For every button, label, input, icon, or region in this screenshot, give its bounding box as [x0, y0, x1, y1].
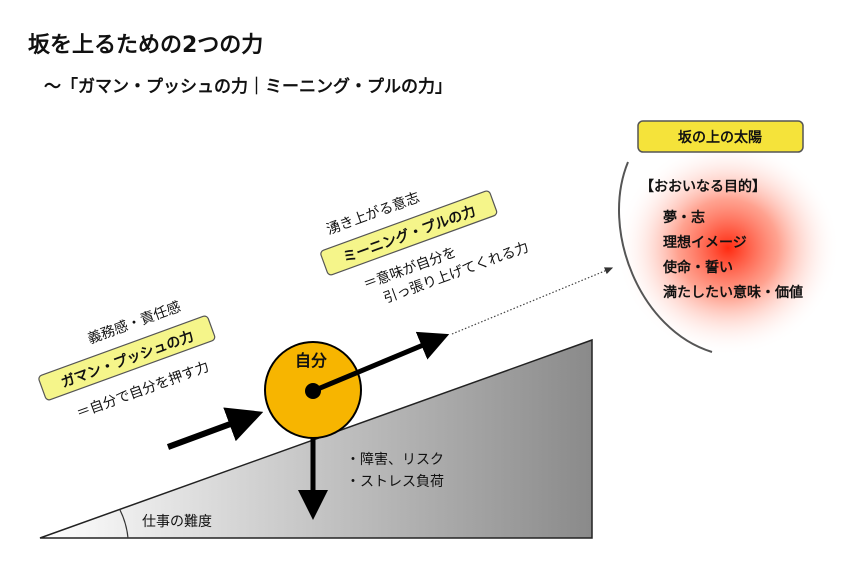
sun-glow [616, 140, 840, 356]
slope-label: 仕事の難度 [142, 514, 212, 530]
obstacle-item: ・障害、リスク [346, 452, 444, 468]
sun-item: 満たしたい意味・価値 [663, 284, 803, 301]
slope [39, 338, 593, 539]
page-subtitle: ～「ガマン・プッシュの力｜ミーニング・プルの力」 [44, 76, 452, 97]
sun-item: 理想イメージ [663, 234, 747, 251]
sun-box-label: 坂の上の太陽 [678, 129, 762, 146]
dotted-path [451, 267, 614, 335]
self-label: 自分 [295, 351, 327, 370]
pull-box [320, 190, 498, 276]
sun-item: 夢・志 [663, 209, 705, 226]
sun-heading: 【おおいなる目的】 [640, 178, 766, 195]
obstacle-item: ・ストレス負荷 [346, 474, 444, 490]
sun-arc [618, 161, 713, 353]
sun-item: 使命・誓い [662, 259, 733, 276]
slope-angle-arc [119, 509, 129, 539]
page-title: 坂を上るための2つの力 [28, 33, 263, 58]
push-arrow [166, 407, 264, 450]
sun-box [637, 120, 804, 153]
pull-arrow [312, 331, 450, 394]
push-box [38, 315, 216, 401]
